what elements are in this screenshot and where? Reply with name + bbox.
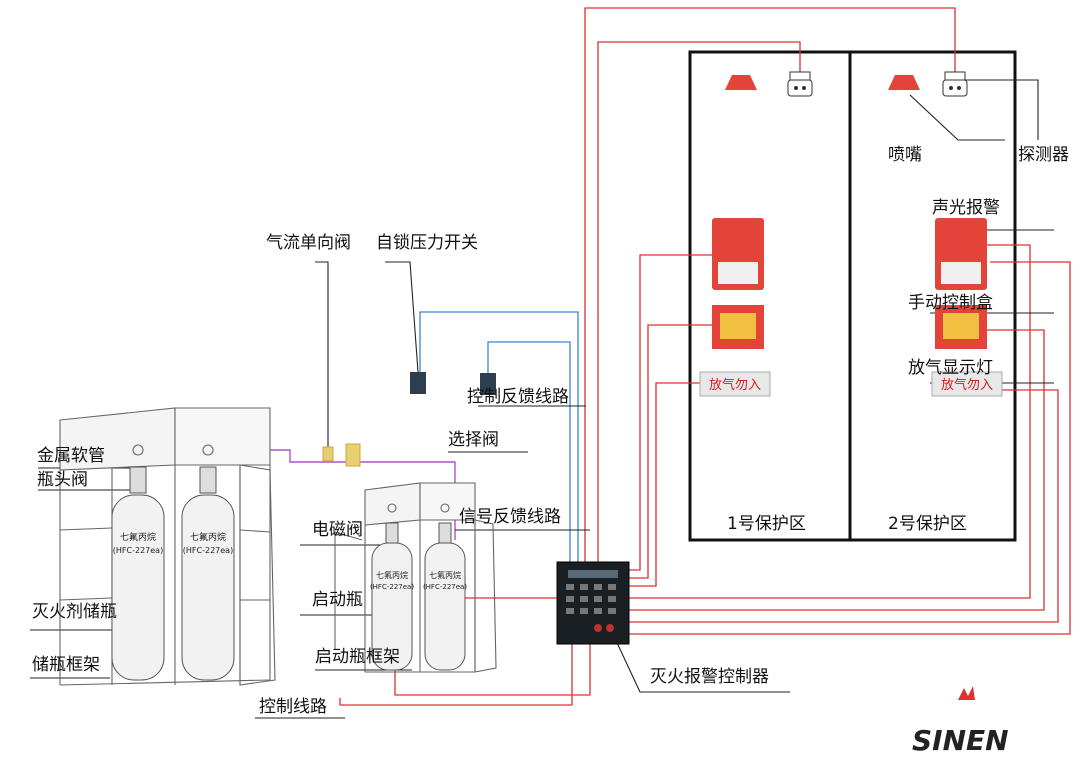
- cylinder-text-1b: (HFC-227ea): [113, 546, 163, 555]
- nozzle-label: 喷嘴: [888, 145, 922, 165]
- cylinder-text-3b: (HFC-227ea): [370, 583, 414, 591]
- agent-cylinder-2: 七氟丙烷 (HFC-227ea): [181, 466, 235, 681]
- signal-feedback-label: 信号反馈线路: [459, 507, 561, 527]
- zone1-room: [688, 50, 852, 542]
- release-lamp-1: 放气勿入: [699, 371, 771, 397]
- release-lamp-2: 放气勿入: [931, 371, 1003, 397]
- zone1-devices: 放气勿入: [699, 71, 813, 397]
- cylinder-text-2b: (HFC-227ea): [183, 546, 233, 555]
- check-valve-icon: [322, 446, 334, 462]
- nozzle-icon-1: [725, 75, 757, 90]
- protection-zones: [688, 50, 1017, 542]
- zone2-label: 2号保护区: [888, 514, 967, 534]
- zone2-devices: 放气勿入: [888, 71, 1003, 397]
- start-bottle-label: 启动瓶: [312, 590, 363, 610]
- alarm-icon-1: [712, 218, 764, 290]
- release-lamp-text-2: 放气勿入: [941, 377, 993, 393]
- solenoid-valve-label: 电磁阀: [312, 520, 363, 540]
- manual-box-icon-2: [935, 305, 987, 349]
- start-rack-label: 启动瓶框架: [315, 647, 400, 667]
- detector-icon-2: [942, 71, 968, 97]
- control-line-label: 控制线路: [259, 697, 327, 717]
- cylinder-text-3a: 七氟丙烷: [376, 570, 408, 580]
- bottle-valve-label: 瓶头阀: [37, 470, 88, 490]
- controller-label: 灭火报警控制器: [650, 667, 769, 687]
- manual-box-icon-1: [712, 305, 764, 349]
- cylinder-text-1a: 七氟丙烷: [120, 531, 156, 543]
- select-valve-icon: [345, 443, 361, 467]
- start-cylinders: 七氟丙烷 (HFC-227ea) 七氟丙烷 (HFC-227ea): [370, 522, 467, 671]
- pressure-switch-icon: [410, 372, 426, 394]
- detector-label: 探测器: [1018, 145, 1069, 165]
- start-cabinet: [334, 482, 497, 673]
- metal-hose-label: 金属软管: [37, 446, 105, 466]
- blue-wiring: [419, 311, 579, 562]
- release-lamp-text-1: 放气勿入: [709, 377, 761, 393]
- sinen-logo: SINEN: [912, 686, 1009, 757]
- red-wiring: [339, 7, 1071, 706]
- feedback-switch-icon: [480, 373, 496, 395]
- select-valve-label: 选择阀: [448, 430, 499, 450]
- nozzle-icon-2: [888, 75, 920, 90]
- alarm-icon-2: [935, 218, 987, 290]
- control-feedback-label: 控制反馈线路: [467, 387, 569, 407]
- alarm-label: 声光报警: [932, 198, 1000, 218]
- cylinder-text-2a: 七氟丙烷: [190, 531, 226, 543]
- agent-cylinders: 七氟丙烷 (HFC-227ea) 七氟丙烷 (HFC-227ea): [111, 466, 235, 681]
- controller-panel: [556, 561, 630, 645]
- zone2-room: [848, 50, 1017, 542]
- agent-cylinder-1: 七氟丙烷 (HFC-227ea): [111, 466, 165, 681]
- leader-lines: [30, 79, 1054, 719]
- check-valve-label: 气流单向阀: [266, 233, 351, 253]
- release-lamp-label: 放气显示灯: [908, 358, 993, 378]
- detector-icon-1: [787, 71, 813, 97]
- select-valves: [322, 443, 361, 467]
- start-cylinder-2: 七氟丙烷 (HFC-227ea): [423, 522, 467, 671]
- bottle-rack-label: 储瓶框架: [32, 655, 100, 675]
- zone1-label: 1号保护区: [727, 514, 806, 534]
- start-cylinder-1: 七氟丙烷 (HFC-227ea): [370, 522, 414, 671]
- pressure-switches: [410, 372, 496, 395]
- manual-box-label: 手动控制盒: [908, 293, 993, 313]
- cylinder-text-4b: (HFC-227ea): [423, 583, 467, 591]
- storage-cabinet: [59, 407, 276, 686]
- pressure-switch-label: 自锁压力开关: [376, 233, 478, 253]
- cylinder-text-4a: 七氟丙烷: [429, 570, 461, 580]
- agent-bottle-label: 灭火剂储瓶: [32, 602, 117, 622]
- svg-text:SINEN: SINEN: [912, 724, 1009, 757]
